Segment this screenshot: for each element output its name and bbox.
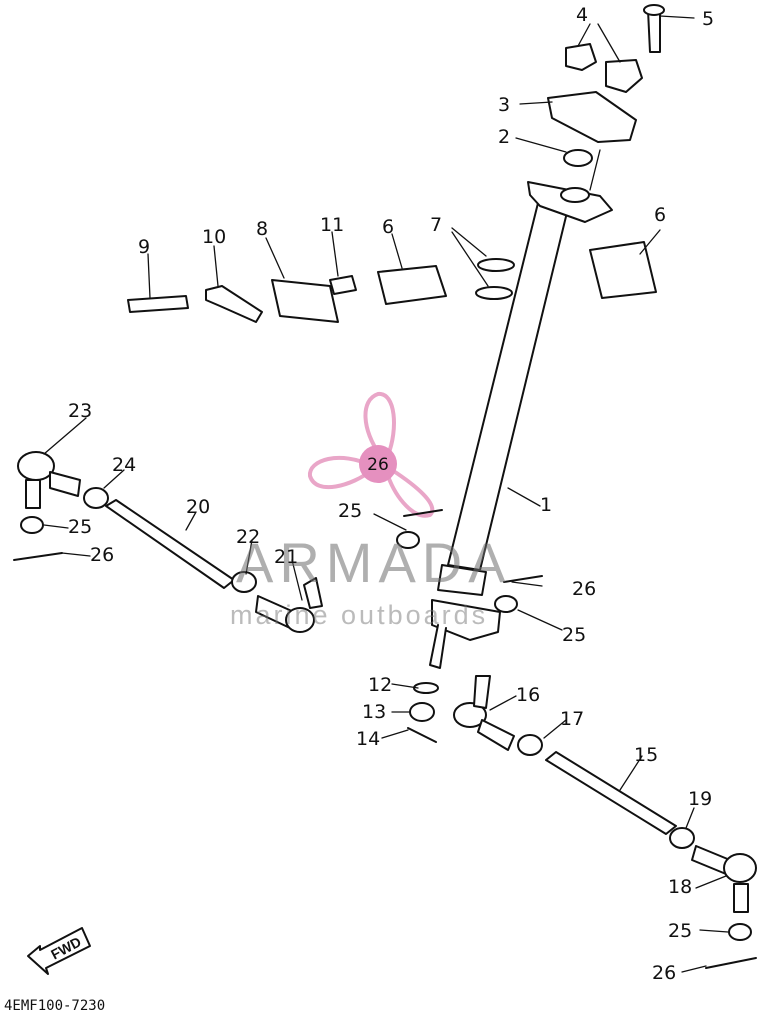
callout-18: 18 [668, 876, 693, 898]
tie-rods [17, 451, 757, 941]
callout-11: 11 [320, 214, 345, 236]
callout-2: 2 [498, 126, 511, 148]
callout-23: 23 [68, 400, 93, 422]
fwd-arrow-icon [27, 927, 91, 975]
callout-15: 15 [634, 744, 659, 766]
callout-17: 17 [560, 708, 585, 730]
highlight-callout: 26 [367, 455, 389, 475]
callout-26-right: 26 [572, 578, 597, 600]
callout-5: 5 [702, 8, 715, 30]
callout-4: 4 [576, 4, 589, 26]
callout-9: 9 [138, 236, 151, 258]
callout-13: 13 [362, 701, 387, 723]
callout-6-right: 6 [654, 204, 667, 226]
upper-bracket [547, 4, 665, 167]
steering-pipe [429, 181, 613, 669]
callout-25-right: 25 [562, 624, 587, 646]
callout-25-bottom: 25 [668, 920, 693, 942]
callout-3: 3 [498, 94, 511, 116]
callout-7: 7 [430, 214, 443, 236]
callout-22: 22 [236, 526, 261, 548]
callout-12: 12 [368, 674, 393, 696]
diagram-code: 4EMF100-7230 [4, 998, 106, 1014]
bracket-hardware [127, 241, 657, 323]
watermark-brand: ARMADA [236, 531, 512, 594]
cotter-pins [13, 509, 757, 969]
callout-16: 16 [516, 684, 541, 706]
highlight-badge [359, 445, 397, 483]
callout-26-bottom: 26 [652, 962, 677, 984]
watermark-tagline: marine outboards [230, 600, 489, 630]
leader-lines [43, 15, 729, 973]
callout-20: 20 [186, 496, 211, 518]
callout-26-left: 26 [90, 544, 115, 566]
callout-25-center: 25 [338, 500, 363, 522]
callout-6-left: 6 [382, 216, 395, 238]
callout-8: 8 [256, 218, 269, 240]
callout-19: 19 [688, 788, 713, 810]
callout-25-left: 25 [68, 516, 93, 538]
callout-10: 10 [202, 226, 227, 248]
watermark-propeller-icon [308, 392, 435, 518]
callout-24: 24 [112, 454, 137, 476]
callout-14: 14 [356, 728, 381, 750]
callout-1: 1 [540, 494, 553, 516]
callout-21: 21 [274, 546, 299, 568]
